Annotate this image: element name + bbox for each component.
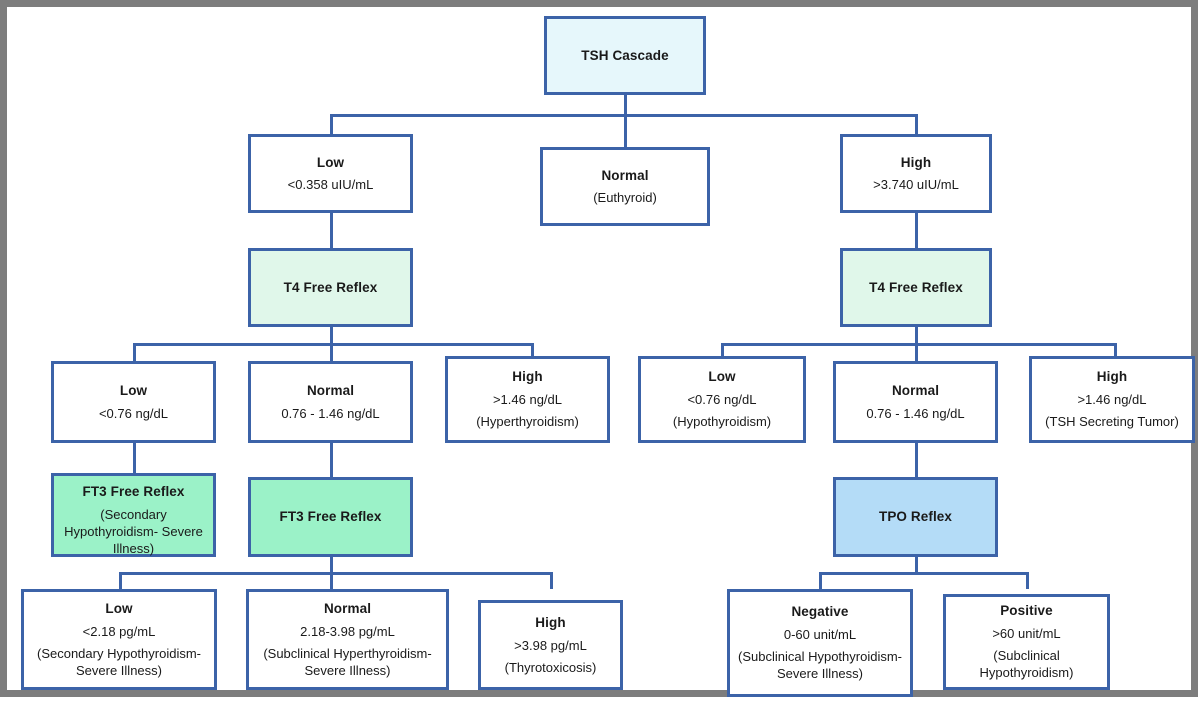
node-value: >1.46 ng/dL	[492, 392, 563, 408]
node-t4-right-high[interactable]: High >1.46 ng/dL (TSH Secreting Tumor)	[1029, 356, 1195, 443]
node-note: (TSH Secreting Tumor)	[1045, 414, 1179, 430]
node-note: (Thyrotoxicosis)	[504, 659, 597, 675]
node-t4-right-normal[interactable]: Normal 0.76 - 1.46 ng/dL	[833, 361, 998, 443]
node-ft3-high[interactable]: High >3.98 pg/mL (Thyrotoxicosis)	[478, 600, 623, 690]
node-title: Normal	[891, 383, 940, 399]
connector-tporeflex-bus	[819, 572, 1029, 575]
node-note: (Secondary Hypothyroidism- Severe Illnes…	[36, 645, 201, 678]
node-ft3-free-reflex-secondary[interactable]: FT3 Free Reflex (Secondary Hypothyroidis…	[51, 473, 216, 557]
node-title: Low	[708, 369, 736, 385]
node-note: (Hypothyroidism)	[672, 414, 772, 430]
node-value: >3.98 pg/mL	[514, 637, 587, 653]
node-title: TPO Reflex	[878, 509, 953, 525]
connector-t4lnormal-to-ft3reflex	[330, 443, 333, 477]
connector-ft3reflex-down	[330, 557, 333, 574]
node-tsh-normal[interactable]: Normal (Euthyroid)	[540, 147, 710, 226]
node-title: FT3 Free Reflex	[82, 484, 185, 499]
node-title: Normal	[323, 600, 372, 616]
connector-t4left-to-normal	[330, 343, 333, 361]
connector-root-to-high	[915, 114, 918, 134]
connector-t4right-to-high	[1114, 343, 1117, 361]
node-value: 0.76 - 1.46 ng/dL	[281, 405, 380, 421]
node-ft3-normal[interactable]: Normal 2.18-3.98 pg/mL (Subclinical Hype…	[246, 589, 449, 690]
node-title: High	[512, 369, 543, 385]
node-title: FT3 Free Reflex	[279, 509, 382, 525]
connector-ft3-to-high	[550, 572, 553, 589]
connector-t4left-bus	[133, 343, 534, 346]
node-title: T4 Free Reflex	[869, 279, 963, 295]
node-title: High	[535, 614, 566, 630]
connector-tporeflex-down	[915, 557, 918, 574]
node-title: High	[900, 154, 932, 170]
flowchart-canvas: TSH Cascade Low <0.358 uIU/mL Normal (Eu…	[7, 7, 1198, 704]
node-tsh-cascade[interactable]: TSH Cascade	[544, 16, 706, 95]
node-note: (Hyperthyroidism)	[476, 414, 579, 430]
connector-t4left-down	[330, 327, 333, 345]
connector-t4right-down	[915, 327, 918, 345]
node-tsh-high[interactable]: High >3.740 uIU/mL	[840, 134, 992, 213]
node-title: Positive	[1000, 603, 1053, 619]
node-value: >1.46 ng/dL	[1077, 392, 1147, 408]
connector-tpo-to-negative	[819, 572, 822, 589]
node-title: Normal	[306, 383, 355, 399]
node-t4-free-reflex-left[interactable]: T4 Free Reflex	[248, 248, 413, 327]
node-t4-free-reflex-right[interactable]: T4 Free Reflex	[840, 248, 992, 327]
node-ft3-low[interactable]: Low <2.18 pg/mL (Secondary Hypothyroidis…	[21, 589, 217, 690]
node-title: Low	[105, 600, 133, 616]
node-t4-right-low[interactable]: Low <0.76 ng/dL (Hypothyroidism)	[638, 356, 806, 443]
node-note: (Subclinical Hypothyroidism)	[979, 648, 1074, 681]
node-value: <0.76 ng/dL	[687, 392, 757, 408]
connector-root-down	[624, 95, 627, 116]
connector-t4left-to-high	[531, 343, 534, 361]
connector-t4right-to-low	[721, 343, 724, 361]
node-title: Negative	[791, 604, 849, 620]
node-note: (Euthyroid)	[593, 190, 657, 206]
node-note: (Subclinical Hypothyroidism- Severe Illn…	[738, 649, 902, 682]
connector-ft3-to-normal	[330, 572, 333, 589]
connector-root-to-normal	[624, 114, 627, 147]
node-note: (Secondary Hypothyroidism- Severe Illnes…	[64, 506, 203, 557]
node-title: T4 Free Reflex	[283, 279, 378, 295]
node-t4-left-normal[interactable]: Normal 0.76 - 1.46 ng/dL	[248, 361, 413, 443]
connector-root-to-low	[330, 114, 333, 134]
node-tpo-negative[interactable]: Negative 0-60 unit/mL (Subclinical Hypot…	[727, 589, 913, 697]
node-tpo-positive[interactable]: Positive >60 unit/mL (Subclinical Hypoth…	[943, 594, 1110, 690]
node-note: (Subclinical Hyperthyroidism- Severe Ill…	[263, 645, 432, 678]
node-value: >3.740 uIU/mL	[873, 177, 959, 193]
connector-t4left-to-low	[133, 343, 136, 361]
node-value: 0.76 - 1.46 ng/dL	[866, 405, 965, 421]
node-title: TSH Cascade	[581, 47, 669, 63]
node-title: Low	[316, 154, 345, 170]
node-value: >60 unit/mL	[992, 626, 1061, 642]
node-value: <0.76 ng/dL	[98, 405, 169, 421]
node-t4-left-low[interactable]: Low <0.76 ng/dL	[51, 361, 216, 443]
connector-t4right-to-normal	[915, 343, 918, 361]
connector-ft3reflex-bus	[119, 572, 553, 575]
connector-tpo-to-positive	[1026, 572, 1029, 589]
node-t4-left-high[interactable]: High >1.46 ng/dL (Hyperthyroidism)	[445, 356, 610, 443]
node-title: Normal	[601, 167, 649, 183]
connector-t4llow-to-ft3secondary	[133, 443, 136, 473]
node-value: 2.18-3.98 pg/mL	[300, 623, 395, 639]
node-ft3-free-reflex[interactable]: FT3 Free Reflex	[248, 477, 413, 557]
connector-t4rnormal-to-tporeflex	[915, 443, 918, 477]
node-value: 0-60 unit/mL	[783, 627, 857, 643]
connector-ft3-to-low	[119, 572, 122, 589]
connector-tshhigh-to-t4right	[915, 213, 918, 248]
connector-tshlow-to-t4left	[330, 213, 333, 248]
node-title: Low	[119, 383, 148, 399]
node-value: <0.358 uIU/mL	[287, 177, 374, 193]
node-tsh-low[interactable]: Low <0.358 uIU/mL	[248, 134, 413, 213]
node-tpo-reflex[interactable]: TPO Reflex	[833, 477, 998, 557]
node-title: High	[1096, 369, 1128, 385]
connector-t4right-bus	[721, 343, 1117, 346]
node-value: <2.18 pg/mL	[82, 623, 156, 639]
